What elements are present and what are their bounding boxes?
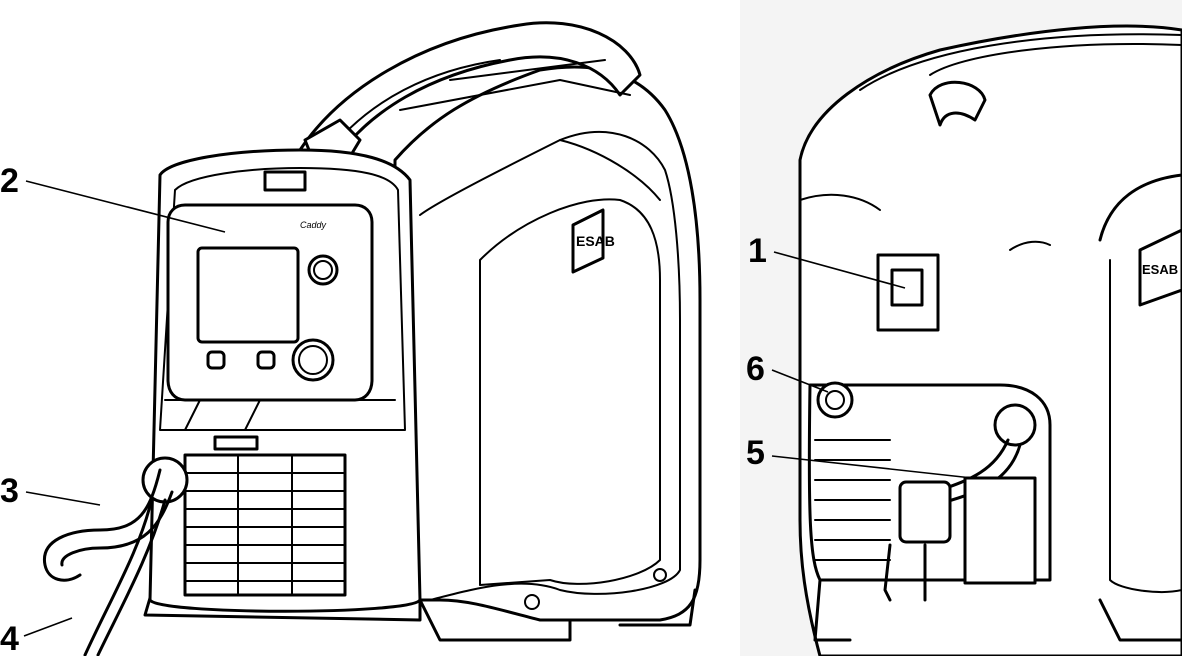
callout-3: 3 — [0, 472, 19, 510]
rear-vent-grille — [814, 439, 891, 561]
return-cable — [83, 496, 154, 656]
gas-inlet — [816, 381, 854, 419]
carry-handle — [298, 21, 642, 162]
machine-side-shell — [393, 65, 702, 622]
right-button — [256, 350, 276, 370]
callout-1-leader — [773, 251, 906, 289]
brand-logo: ESAB — [571, 208, 615, 274]
cable-plug — [898, 480, 952, 544]
rear-view-drawing: ESAB 1 6 5 — [746, 24, 1182, 656]
vent-grille — [183, 453, 347, 597]
svg-text:ESAB: ESAB — [576, 233, 615, 249]
display-screen — [196, 246, 300, 344]
callout-2: 2 — [0, 162, 19, 200]
front-label-plate — [213, 435, 259, 451]
welding-cable — [43, 468, 162, 582]
left-button — [206, 350, 226, 370]
callout-1: 1 — [748, 232, 767, 270]
callout-6: 6 — [746, 350, 765, 388]
callout-5: 5 — [746, 434, 765, 472]
top-latch — [263, 170, 307, 192]
callout-3-leader — [25, 491, 101, 506]
callout-4: 4 — [0, 620, 19, 656]
callout-2-leader — [25, 180, 226, 233]
rear-brand-logo: ESAB — [1138, 228, 1182, 307]
callout-6-leader — [771, 369, 829, 393]
rating-plate — [963, 476, 1037, 585]
callout-5-leader — [771, 455, 973, 479]
power-switch — [890, 268, 924, 307]
svg-text:ESAB: ESAB — [1142, 262, 1178, 277]
panel-model-label: Caddy — [300, 220, 327, 230]
front-view-panel: Caddy — [0, 21, 702, 656]
callout-4-leader — [23, 617, 73, 637]
rear-handle — [928, 80, 987, 127]
front-view-drawing: Caddy — [0, 21, 702, 656]
rear-view-panel: ESAB 1 6 5 — [740, 0, 1182, 656]
mains-cable-entry — [993, 403, 1037, 447]
cable-socket — [141, 456, 189, 504]
